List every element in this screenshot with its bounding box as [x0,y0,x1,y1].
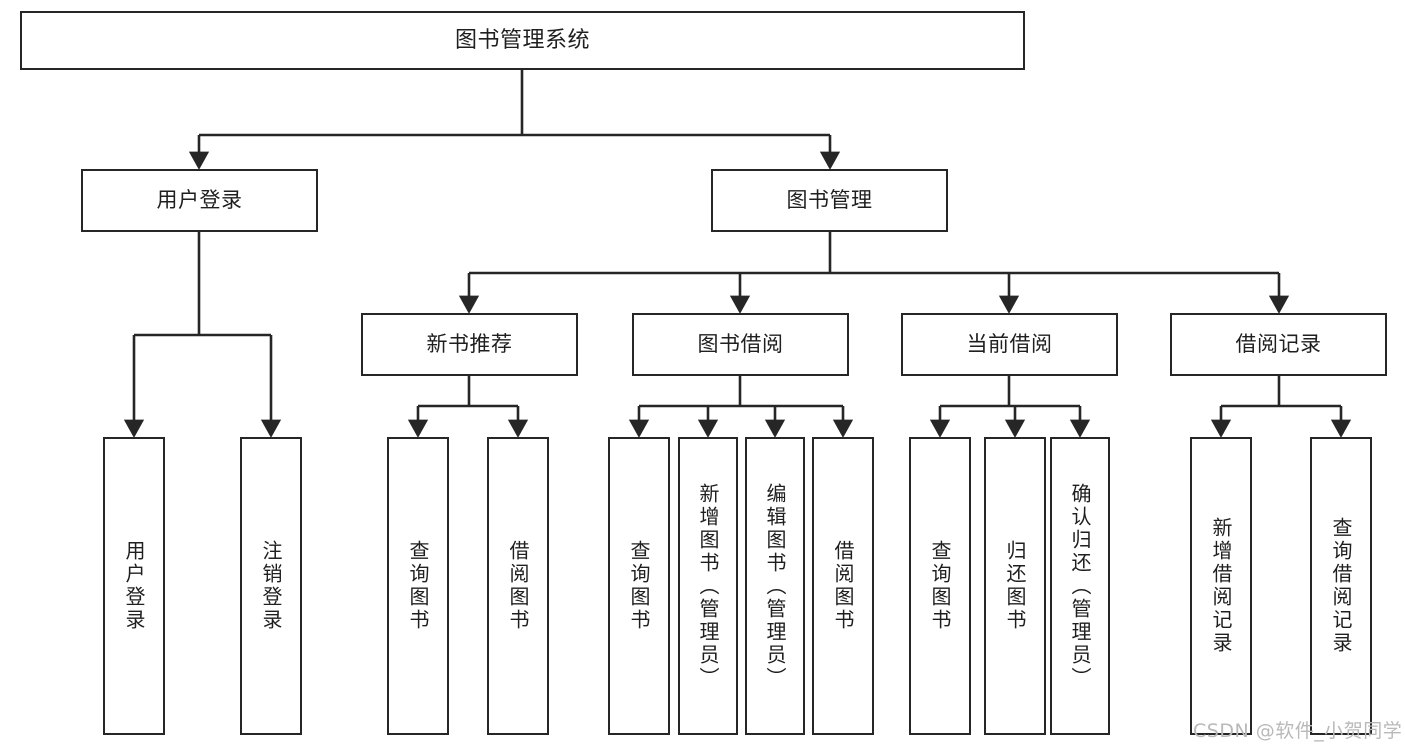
node-leaf-return-book-label: 归还图书 [1003,540,1027,632]
node-leaf-query-record[interactable]: 查询借阅记录 [1310,437,1372,735]
node-leaf-edit-book[interactable]: 编辑图书（管理员） [745,437,805,735]
node-leaf-return-book[interactable]: 归还图书 [984,437,1046,735]
node-leaf-query-book-1[interactable]: 查询图书 [387,437,449,735]
csdn-watermark: CSDN @软件_小贺同学 [1193,720,1403,742]
node-leaf-query-book-3-label: 查询图书 [928,540,952,632]
node-leaf-edit-book-label: 编辑图书（管理员） [763,482,787,690]
node-leaf-borrow-book-2-label: 借阅图书 [831,540,855,632]
node-leaf-user-logout-label: 注销登录 [259,540,283,632]
node-leaf-borrow-book-1[interactable]: 借阅图书 [487,437,549,735]
node-root-label: 图书管理系统 [454,27,590,53]
node-book-manage-label: 图书管理 [786,188,873,213]
node-leaf-add-record-label: 新增借阅记录 [1209,517,1233,655]
node-leaf-confirm-return[interactable]: 确认归还（管理员） [1050,437,1110,735]
node-leaf-user-login-label: 用户登录 [122,540,146,632]
node-book-borrow[interactable]: 图书借阅 [632,313,849,376]
node-current-borrow[interactable]: 当前借阅 [901,313,1118,376]
node-leaf-user-login[interactable]: 用户登录 [103,437,165,735]
node-user-login[interactable]: 用户登录 [81,169,318,232]
node-leaf-confirm-return-label: 确认归还（管理员） [1068,482,1092,690]
node-leaf-add-book[interactable]: 新增图书（管理员） [678,437,738,735]
node-leaf-add-book-label: 新增图书（管理员） [696,482,720,690]
node-root[interactable]: 图书管理系统 [20,11,1025,70]
node-leaf-borrow-book-2[interactable]: 借阅图书 [812,437,874,735]
node-borrow-record-label: 借阅记录 [1235,332,1322,357]
node-leaf-query-book-2[interactable]: 查询图书 [608,437,670,735]
node-new-book-rec-label: 新书推荐 [426,332,513,357]
node-leaf-borrow-book-1-label: 借阅图书 [506,540,530,632]
node-leaf-add-record[interactable]: 新增借阅记录 [1190,437,1252,735]
node-new-book-rec[interactable]: 新书推荐 [361,313,578,376]
node-leaf-query-book-3[interactable]: 查询图书 [909,437,971,735]
node-leaf-query-book-1-label: 查询图书 [406,540,430,632]
node-current-borrow-label: 当前借阅 [966,332,1053,357]
node-leaf-query-record-label: 查询借阅记录 [1329,517,1353,655]
node-user-login-label: 用户登录 [156,188,243,213]
node-book-borrow-label: 图书借阅 [697,332,784,357]
node-borrow-record[interactable]: 借阅记录 [1170,313,1387,376]
node-leaf-user-logout[interactable]: 注销登录 [240,437,302,735]
node-book-manage[interactable]: 图书管理 [711,169,948,232]
node-leaf-query-book-2-label: 查询图书 [627,540,651,632]
